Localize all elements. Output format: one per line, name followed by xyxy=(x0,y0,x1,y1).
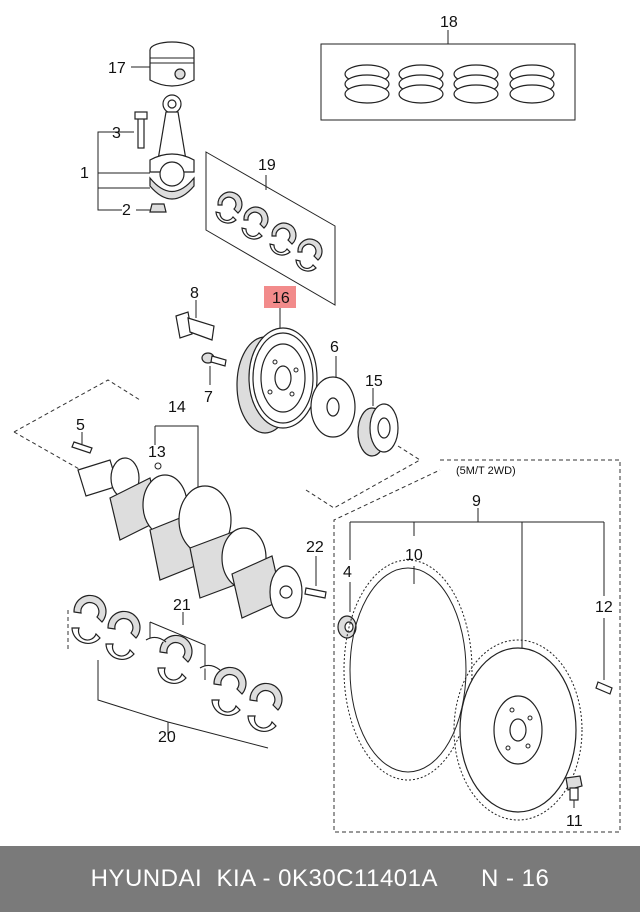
piston-rings-group: 18 xyxy=(320,14,576,121)
callout-16-highlight xyxy=(264,286,296,308)
callout-5: 5 xyxy=(76,417,85,434)
ring-set-3 xyxy=(453,64,499,104)
footer-bar: HYUNDAI KIA - 0K30C11401A N - 16 xyxy=(0,846,640,912)
footer-page-ref: N - 16 xyxy=(481,865,550,892)
crankshaft-pulley: 16 xyxy=(236,286,318,434)
ring-set-4 xyxy=(509,64,555,104)
callout-13: 13 xyxy=(148,444,166,461)
callout-4: 4 xyxy=(343,564,352,581)
callout-22: 22 xyxy=(306,539,324,556)
callout-21: 21 xyxy=(173,597,191,614)
flywheel-bolt xyxy=(565,775,583,791)
callout-18: 18 xyxy=(440,14,458,31)
callout-7: 7 xyxy=(204,389,213,406)
ring-set-2 xyxy=(398,64,444,104)
flywheel xyxy=(453,639,583,821)
main-bearings-group: 21 20 xyxy=(67,594,283,749)
callout-3: 3 xyxy=(112,125,121,142)
bearing-shells xyxy=(71,594,283,733)
crankshaft-sprocket: 15 xyxy=(357,373,399,457)
callout-10: 10 xyxy=(405,547,423,564)
callout-6: 6 xyxy=(330,339,339,356)
crankshaft-pin: 22 xyxy=(304,539,327,599)
crankshaft: 14 13 5 xyxy=(71,399,303,619)
parts-diagram: 18 17 xyxy=(13,14,621,833)
variant-label: (5M/T 2WD) xyxy=(456,465,516,477)
callout-12: 12 xyxy=(595,599,613,616)
ring-set-1 xyxy=(344,64,390,104)
timing-plate: 6 xyxy=(310,339,356,438)
rod-bearings-group: 19 xyxy=(205,151,336,306)
pulley-bolt: 8 xyxy=(175,285,215,341)
callout-1: 1 xyxy=(80,165,89,182)
flywheel-group: (5M/T 2WD) 9 10 4 12 11 xyxy=(333,459,621,833)
pulley-washer: 7 xyxy=(201,352,227,406)
callout-8: 8 xyxy=(190,285,199,302)
callout-15: 15 xyxy=(365,373,383,390)
connecting-rod: 3 1 2 xyxy=(80,94,195,219)
callout-16: 16 xyxy=(272,290,290,307)
piston: 17 xyxy=(108,41,195,87)
callout-19: 19 xyxy=(258,157,276,174)
callout-14: 14 xyxy=(168,399,186,416)
callout-9: 9 xyxy=(472,493,481,510)
callout-11: 11 xyxy=(566,813,583,830)
callout-17: 17 xyxy=(108,60,126,77)
ring-gear xyxy=(343,559,473,781)
callout-20: 20 xyxy=(158,729,176,746)
footer-part-number: HYUNDAI KIA - 0K30C11401A xyxy=(90,865,438,892)
flywheel-dowel-pin xyxy=(595,681,613,695)
callout-2: 2 xyxy=(122,202,131,219)
